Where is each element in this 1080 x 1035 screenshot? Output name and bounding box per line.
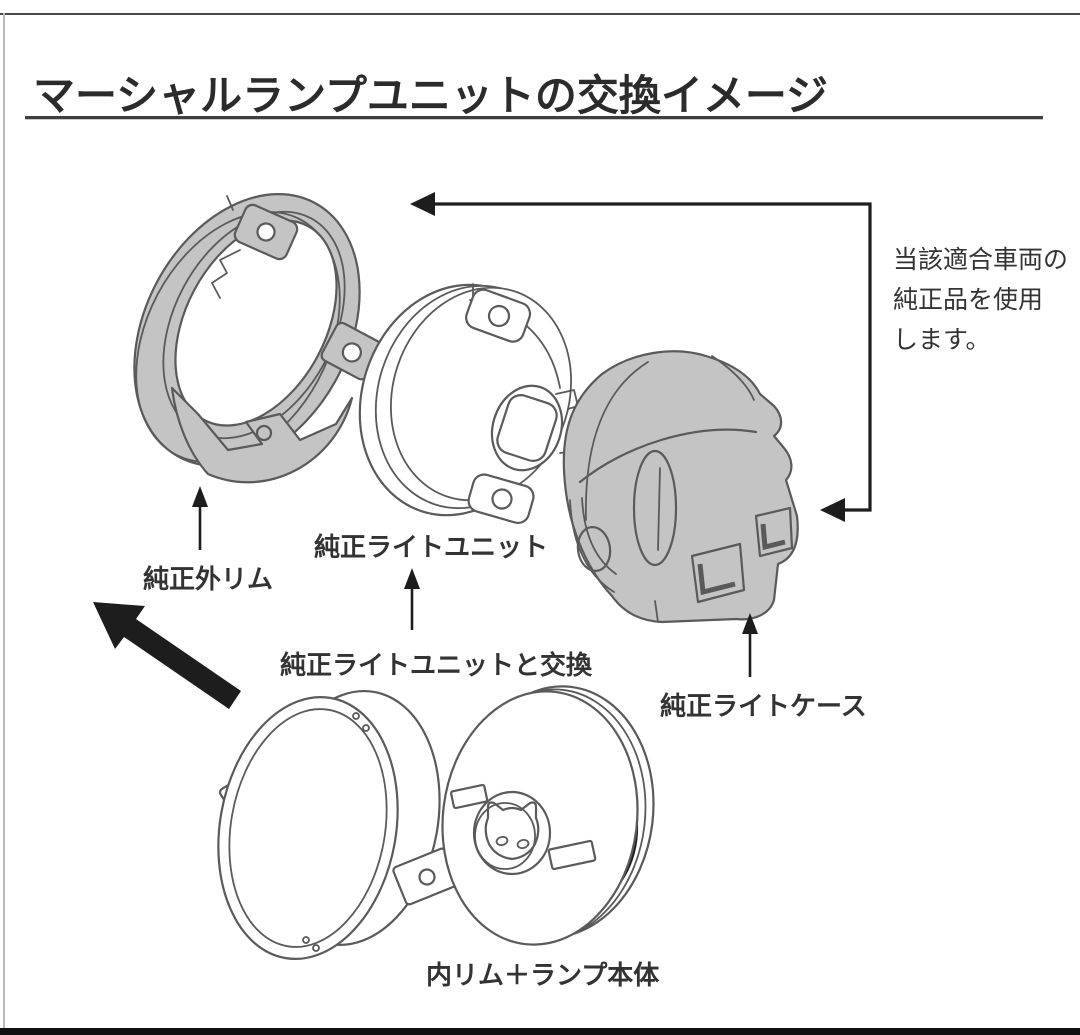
swap-direction-arrow-icon [93,602,241,709]
light-unit-part [358,283,579,525]
page-top-border [0,13,1080,15]
page-title: マーシャルランプユニットの交換イメージ [33,72,829,119]
page-left-border [3,13,5,1035]
label-light-unit: 純正ライトユニット [314,532,549,562]
note-line: 純正品を使用 [893,286,1044,314]
lamp-body-part [441,685,655,946]
outer-rim-part [133,193,383,484]
label-outer-rim: 純正外リム [143,564,274,594]
cat-face-connector-icon [484,801,540,861]
note-line: します。 [893,326,991,354]
label-inner-rim-lamp-body: 内リム＋ランプ本体 [426,960,660,990]
callout-bracket-arrow-icon [410,192,872,522]
note-line: 当該適合車両の [893,246,1069,274]
inner-rim-part [217,689,460,960]
up-arrow-light-unit-icon [404,568,420,630]
note-genuine-parts: 当該適合車両の 純正品を使用 します。 [893,240,1068,360]
label-light-case: 純正ライトケース [660,691,867,721]
up-arrow-light-case-icon [742,613,758,677]
title-underline [25,116,1043,120]
label-replace-with-unit: 純正ライトユニットと交換 [280,650,593,680]
up-arrow-outer-rim-icon [192,486,208,550]
light-case-part [562,350,799,624]
page-bottom-border [0,1028,1080,1035]
